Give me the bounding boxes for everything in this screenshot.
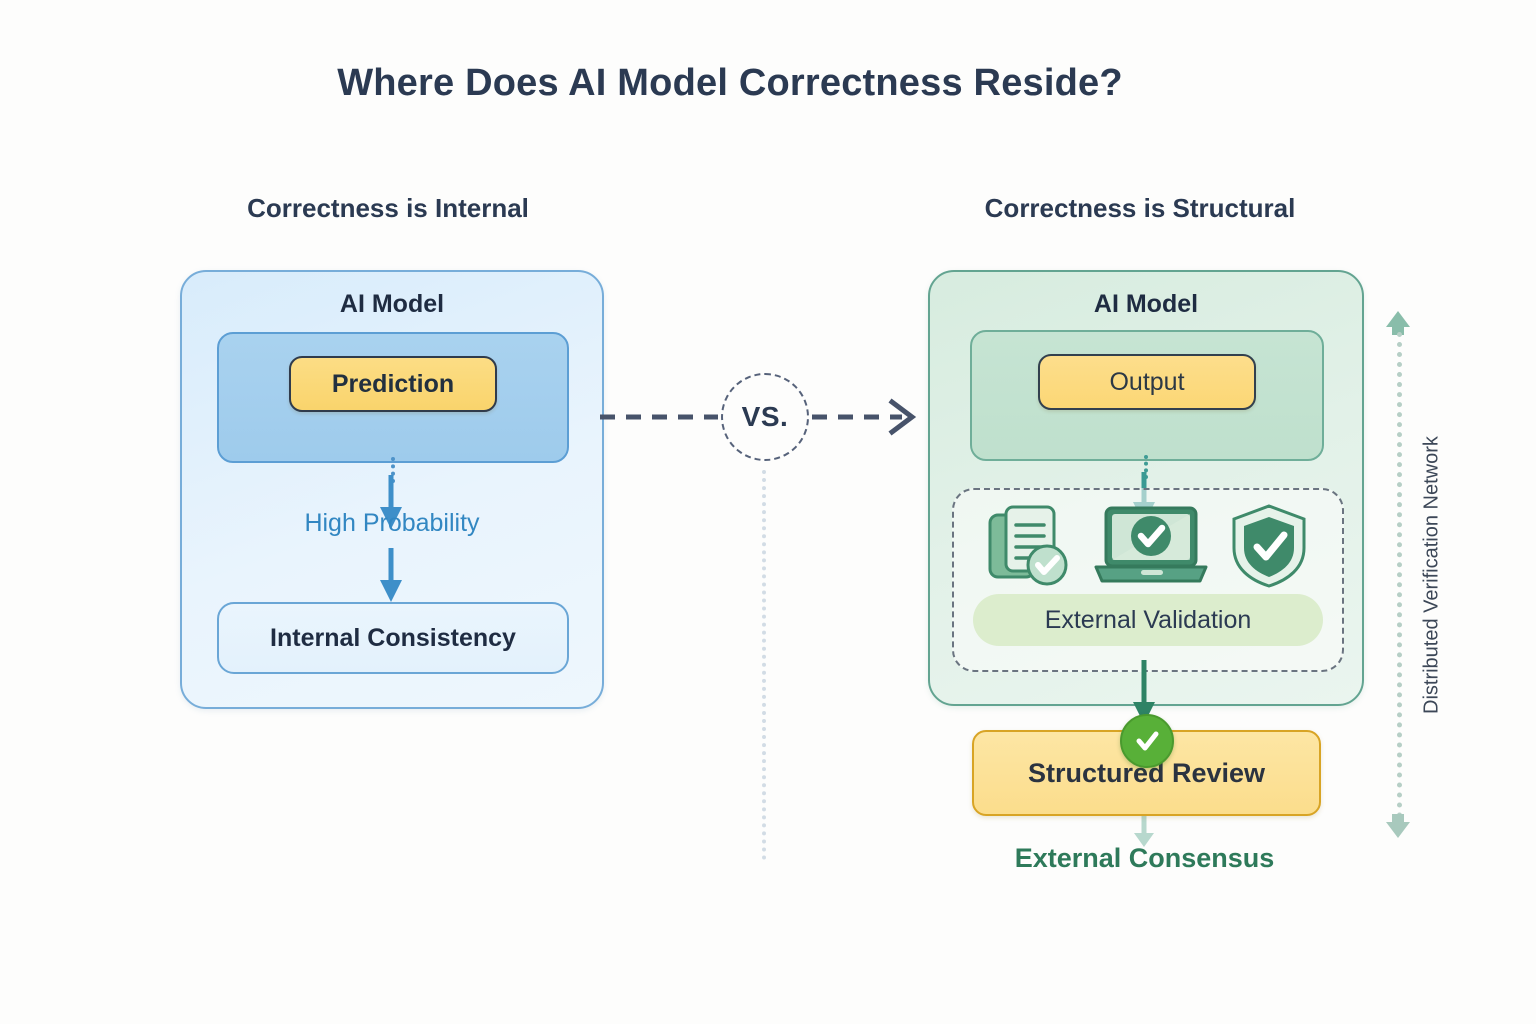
right-dotted-connector <box>1144 455 1148 479</box>
right-column-heading: Correctness is Structural <box>984 193 1296 223</box>
output-chip: Output <box>1038 354 1256 410</box>
versus-arrows-icon <box>600 398 917 436</box>
right-ai-model-panel: AI Model Output <box>928 270 1364 706</box>
right-inner-container: Output <box>970 330 1324 461</box>
left-ai-model-panel: AI Model Prediction High Probability Int… <box>180 270 604 709</box>
axis-label: Distributed Verification Network <box>1420 436 1443 714</box>
laptop-check-icon <box>1094 506 1208 583</box>
validation-icon-row <box>954 502 1342 590</box>
arrow-down-icon <box>1386 814 1410 838</box>
versus-connector: VS. <box>600 372 930 462</box>
right-arrow-down-icon-2 <box>1133 660 1155 724</box>
prediction-chip: Prediction <box>289 356 497 412</box>
check-icon <box>1136 731 1159 751</box>
versus-circle: VS. <box>721 373 809 461</box>
internal-consistency-box: Internal Consistency <box>217 602 569 674</box>
versus-label: VS. <box>741 401 789 432</box>
page-title: Where Does AI Model Correctness Reside? <box>337 62 1123 104</box>
left-arrow-down-icon-2 <box>380 548 402 602</box>
high-probability-label: High Probability <box>304 509 480 537</box>
structured-review-box: Structured Review <box>972 730 1321 816</box>
document-check-icon <box>988 505 1068 586</box>
left-inner-container: Prediction <box>217 332 569 463</box>
distributed-network-axis: Distributed Verification Network <box>1380 310 1450 840</box>
approval-check-badge <box>1120 714 1174 768</box>
external-consensus-label: External Consensus <box>1014 843 1275 873</box>
arrow-up-icon <box>1386 311 1410 335</box>
left-dotted-connector <box>391 457 395 483</box>
external-validation-group: External Validation <box>952 488 1344 672</box>
external-validation-pill: External Validation <box>973 594 1323 646</box>
axis-dotted-line <box>1397 332 1402 818</box>
shield-check-icon <box>1232 504 1306 588</box>
center-vertical-divider <box>762 470 766 860</box>
left-arrow-down-icon-1 <box>380 475 402 529</box>
left-column-heading: Correctness is Internal <box>247 193 529 223</box>
right-model-title: AI Model <box>1093 290 1199 318</box>
left-model-title: AI Model <box>339 290 445 318</box>
right-arrow-down-icon-3 <box>1134 815 1154 847</box>
